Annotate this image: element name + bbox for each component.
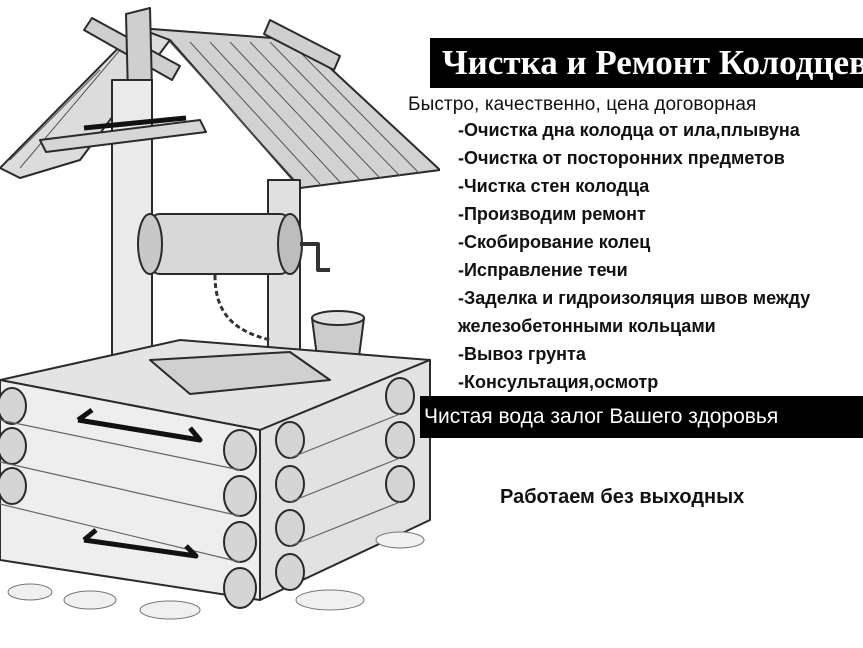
- service-item: -Исправление течи: [458, 260, 628, 280]
- service-item: железобетонными кольцами: [458, 316, 716, 336]
- schedule-text: Работаем без выходных: [500, 486, 745, 508]
- services-list: -Очистка дна колодца от ила,плывуна -Очи…: [458, 116, 810, 396]
- service-item: -Скобирование колец: [458, 232, 651, 252]
- service-item: -Вывоз грунта: [458, 344, 586, 364]
- wooden-well-illustration: [0, 7, 440, 620]
- advert-title: Чистка и Ремонт Колодцев: [430, 38, 863, 88]
- service-item: -Заделка и гидроизоляция швов между: [458, 288, 811, 308]
- service-item: -Производим ремонт: [458, 204, 646, 224]
- service-item: -Очистка от посторонних предметов: [458, 148, 785, 168]
- service-item: -Очистка дна колодца от ила,плывуна: [458, 120, 800, 140]
- advert-subtitle: Быстро, качественно, цена договорная: [408, 94, 757, 115]
- slogan-banner: Чистая вода залог Вашего здоровья: [420, 396, 863, 438]
- service-item: -Чистка стен колодца: [458, 176, 650, 196]
- service-item: -Консультация,осмотр: [458, 372, 659, 392]
